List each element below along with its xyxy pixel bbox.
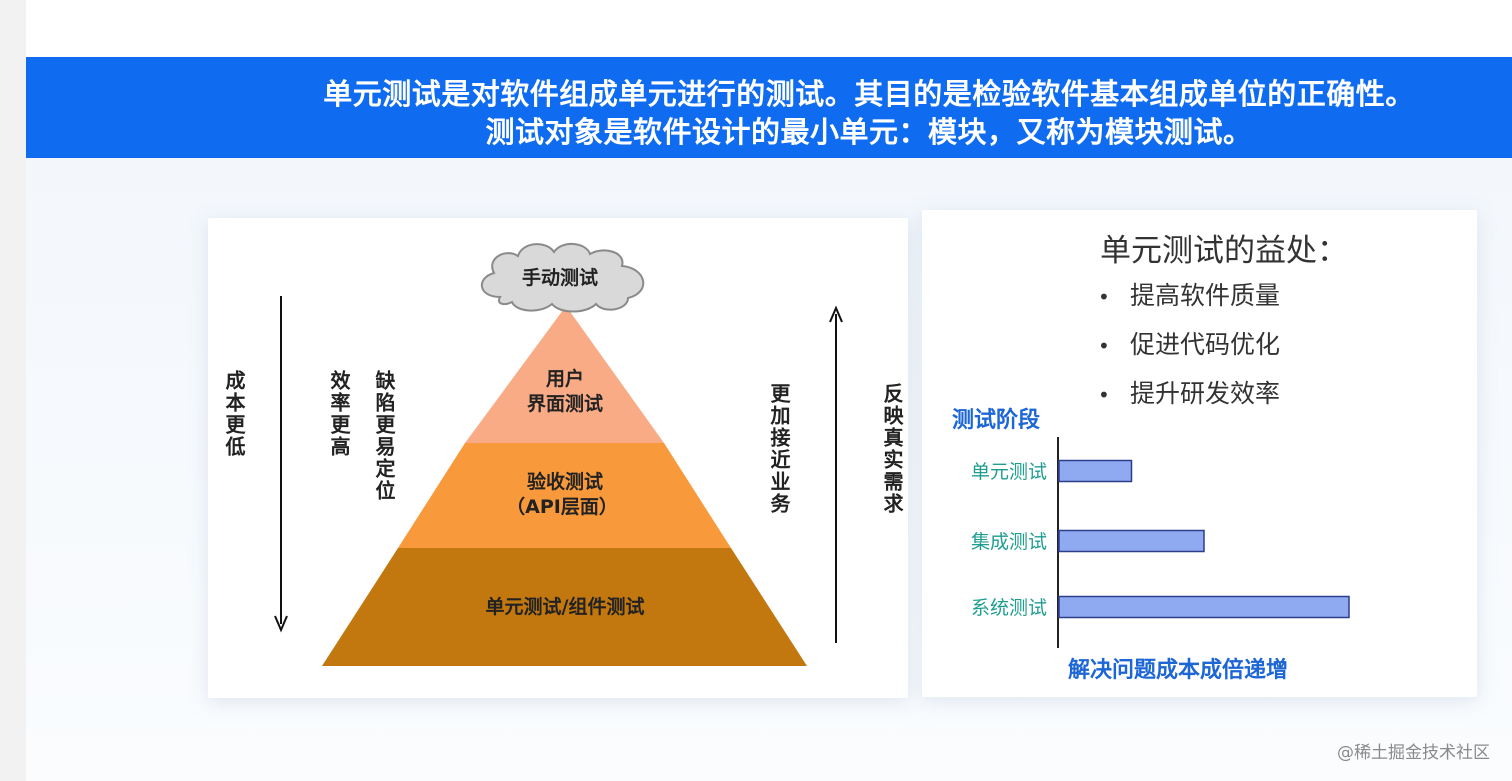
pyramid-top-label-2: 界面测试	[527, 393, 603, 415]
bullet: •	[1098, 334, 1110, 358]
up-arrow	[829, 305, 843, 643]
benefit-text: 提升研发效率	[1130, 379, 1281, 408]
pyramid-middle-label-1: 验收测试	[527, 470, 603, 493]
chart-title: 测试阶段	[952, 408, 1041, 433]
benefits-title: 单元测试的益处：	[1100, 233, 1348, 269]
title-banner: 单元测试是对软件组成单元进行的测试。其目的是检验软件基本组成单位的正确性。 测试…	[26, 57, 1512, 158]
banner-line-1: 单元测试是对软件组成单元进行的测试。其目的是检验软件基本组成单位的正确性。	[323, 77, 1415, 111]
benefit-item: • 促进代码优化	[1098, 327, 1280, 376]
pyramid-bottom-label: 单元测试/组件测试	[486, 595, 645, 618]
benefit-text: 提高软件质量	[1130, 281, 1281, 310]
banner-line-2: 测试对象是软件设计的最小单元：模块，又称为模块测试。	[485, 115, 1253, 149]
benefit-item: • 提高软件质量	[1098, 278, 1280, 327]
bar-1	[1058, 529, 1205, 553]
bullet: •	[1098, 383, 1110, 407]
watermark: @稀土掘金技术社区	[1337, 743, 1490, 763]
pyramid-bottom-layer	[322, 548, 807, 666]
bar-0	[1058, 459, 1133, 483]
bullet: •	[1098, 285, 1110, 309]
benefit-text: 促进代码优化	[1130, 330, 1281, 359]
cloud-shape	[481, 243, 645, 313]
bar-2	[1058, 595, 1350, 619]
cloud-label: 手动测试	[522, 266, 598, 289]
pyramid-middle-layer	[398, 443, 731, 548]
bar-label-1: 集成测试	[971, 531, 1047, 553]
chart-xlabel: 解决问题成本成倍递增	[1068, 658, 1289, 683]
pyramid-middle-label-2: （API层面）	[506, 495, 618, 518]
left-strip	[0, 0, 26, 781]
benefits-list: • 提高软件质量 • 促进代码优化 • 提升研发效率	[1098, 278, 1280, 425]
benefit-item: • 提升研发效率	[1098, 376, 1280, 425]
bar-label-2: 系统测试	[971, 597, 1047, 619]
label-cost: 成本更低	[222, 370, 246, 458]
bar-label-0: 单元测试	[971, 461, 1047, 483]
label-reality: 反映真实需求	[880, 383, 904, 515]
pyramid-top-layer	[465, 306, 664, 443]
label-business: 更加接近业务	[767, 383, 791, 515]
pyramid-top-label-1: 用户	[546, 367, 584, 390]
label-defect: 缺陷更易定位	[372, 370, 396, 502]
down-arrow	[274, 296, 288, 633]
label-efficiency: 效率更高	[327, 370, 351, 458]
